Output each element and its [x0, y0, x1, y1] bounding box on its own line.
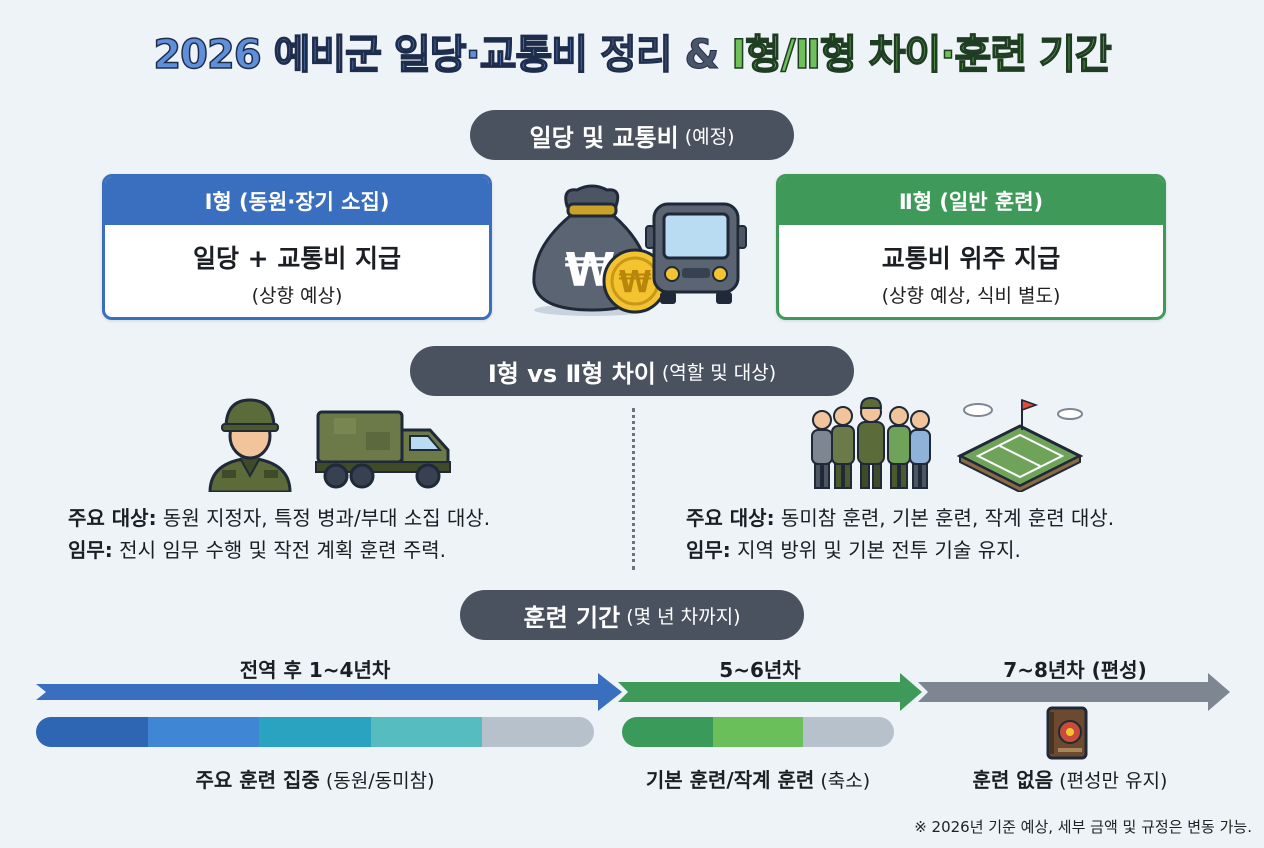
- record-book-icon: [1046, 706, 1088, 760]
- bus-icon: [645, 202, 747, 304]
- type2-duty-line: 임무: 지역 방위 및 기본 전투 기술 유지.: [686, 534, 1114, 566]
- soldier-icon: [208, 398, 292, 492]
- type2-card-note: (상향 예상, 식비 별도): [881, 285, 1061, 307]
- stage2-desc-sub: (축소): [814, 770, 871, 792]
- type1-target-text: 동원 지정자, 특정 병과/부대 소집 대상.: [156, 506, 491, 530]
- page-title: 2026 예비군 일당·교통비 정리 & Ⅰ형/Ⅱ형 차이·훈련 기간: [0, 22, 1264, 80]
- type2-target-text: 동미참 훈련, 기본 훈련, 작계 훈련 대상.: [774, 506, 1115, 530]
- footnote: ※ 2026년 기준 예상, 세부 금액 및 규정은 변동 가능.: [914, 818, 1252, 836]
- type2-duty-text: 지역 방위 및 기본 전투 기술 유지.: [730, 538, 1021, 562]
- type1-target-line: 주요 대상: 동원 지정자, 특정 병과/부대 소집 대상.: [68, 502, 490, 534]
- type1-duty-label: 임무:: [68, 538, 113, 562]
- type1-target-label: 주요 대상:: [68, 506, 157, 530]
- difference-section-pill: Ⅰ형 vs Ⅱ형 차이 (역할 및 대상): [410, 346, 854, 396]
- stage1-desc-sub: (동원/동미참): [319, 770, 435, 792]
- stage3-desc-bold: 훈련 없음: [972, 768, 1054, 792]
- type2-pay-card: Ⅱ형 (일반 훈련) 교통비 위주 지급 (상향 예상, 식비 별도): [776, 174, 1166, 320]
- stage1-label: 전역 후 1~4년차: [239, 658, 391, 682]
- stage3-arrow: [918, 673, 1230, 711]
- period-section-subtitle: (몇 년 차까지): [626, 605, 741, 628]
- type2-card-header: Ⅱ형 (일반 훈련): [779, 177, 1163, 225]
- stage2-desc-bold: 기본 훈련/작계 훈련: [645, 768, 815, 792]
- military-truck-icon: [315, 410, 451, 489]
- type2-duty-label: 임무:: [686, 538, 731, 562]
- type2-info: 주요 대상: 동미참 훈련, 기본 훈련, 작계 훈련 대상. 임무: 지역 방…: [686, 502, 1114, 566]
- stage2-arrow: [618, 673, 922, 711]
- title-part-summary: 정리 &: [587, 32, 732, 79]
- type1-card-header: Ⅰ형 (동원·장기 소집): [105, 177, 489, 225]
- stage2-description: 기본 훈련/작계 훈련 (축소): [600, 764, 916, 793]
- stage1-desc-bold: 주요 훈련 집중: [195, 768, 320, 792]
- section-divider: [632, 408, 635, 570]
- type2-card-main: 교통비 위주 지급: [881, 244, 1061, 273]
- type1-duty-line: 임무: 전시 임무 수행 및 작전 계획 훈련 주력.: [68, 534, 490, 566]
- type2-target-line: 주요 대상: 동미참 훈련, 기본 훈련, 작계 훈련 대상.: [686, 502, 1114, 534]
- type1-card-main: 일당 + 교통비 지급: [192, 244, 402, 273]
- pay-section-subtitle: (예정): [684, 125, 735, 148]
- stage2-bar: [622, 717, 894, 747]
- pay-section-pill: 일당 및 교통비 (예정): [470, 110, 794, 160]
- period-section-title: 훈련 기간: [523, 603, 621, 632]
- training-field-icon: [956, 398, 1084, 492]
- stage1-arrow: [36, 673, 622, 711]
- period-section-pill: 훈련 기간 (몇 년 차까지): [460, 590, 804, 640]
- type1-card-note: (상향 예상): [251, 285, 343, 307]
- coin-won-symbol: ₩: [618, 265, 651, 300]
- title-part-pay: 2026 예비군 일당·교통비: [153, 31, 589, 79]
- pay-section-title: 일당 및 교통비: [529, 123, 679, 152]
- timeline-arrows: [36, 673, 1230, 711]
- stage3-description: 훈련 없음 (편성만 유지): [920, 764, 1220, 793]
- type2-target-label: 주요 대상:: [686, 506, 775, 530]
- type1-duty-text: 전시 임무 수행 및 작전 계획 훈련 주력.: [112, 538, 447, 562]
- stage2-label: 5~6년차: [719, 658, 801, 682]
- stage1-bar: [36, 717, 594, 747]
- stage1-description: 주요 훈련 집중 (동원/동미참): [36, 764, 594, 793]
- difference-section-subtitle: (역할 및 대상): [661, 361, 777, 384]
- stage3-desc-sub: (편성만 유지): [1053, 770, 1168, 792]
- type1-info: 주요 대상: 동원 지정자, 특정 병과/부대 소집 대상. 임무: 전시 임무…: [68, 502, 490, 566]
- title-part-types: Ⅰ형/Ⅱ형 차이·훈련 기간: [731, 31, 1113, 79]
- difference-section-title: Ⅰ형 vs Ⅱ형 차이: [487, 359, 656, 388]
- soldier-group-icon: [811, 396, 931, 489]
- stage3-label: 7~8년차 (편성): [1003, 658, 1147, 682]
- type1-pay-card: Ⅰ형 (동원·장기 소집) 일당 + 교통비 지급 (상향 예상): [102, 174, 492, 320]
